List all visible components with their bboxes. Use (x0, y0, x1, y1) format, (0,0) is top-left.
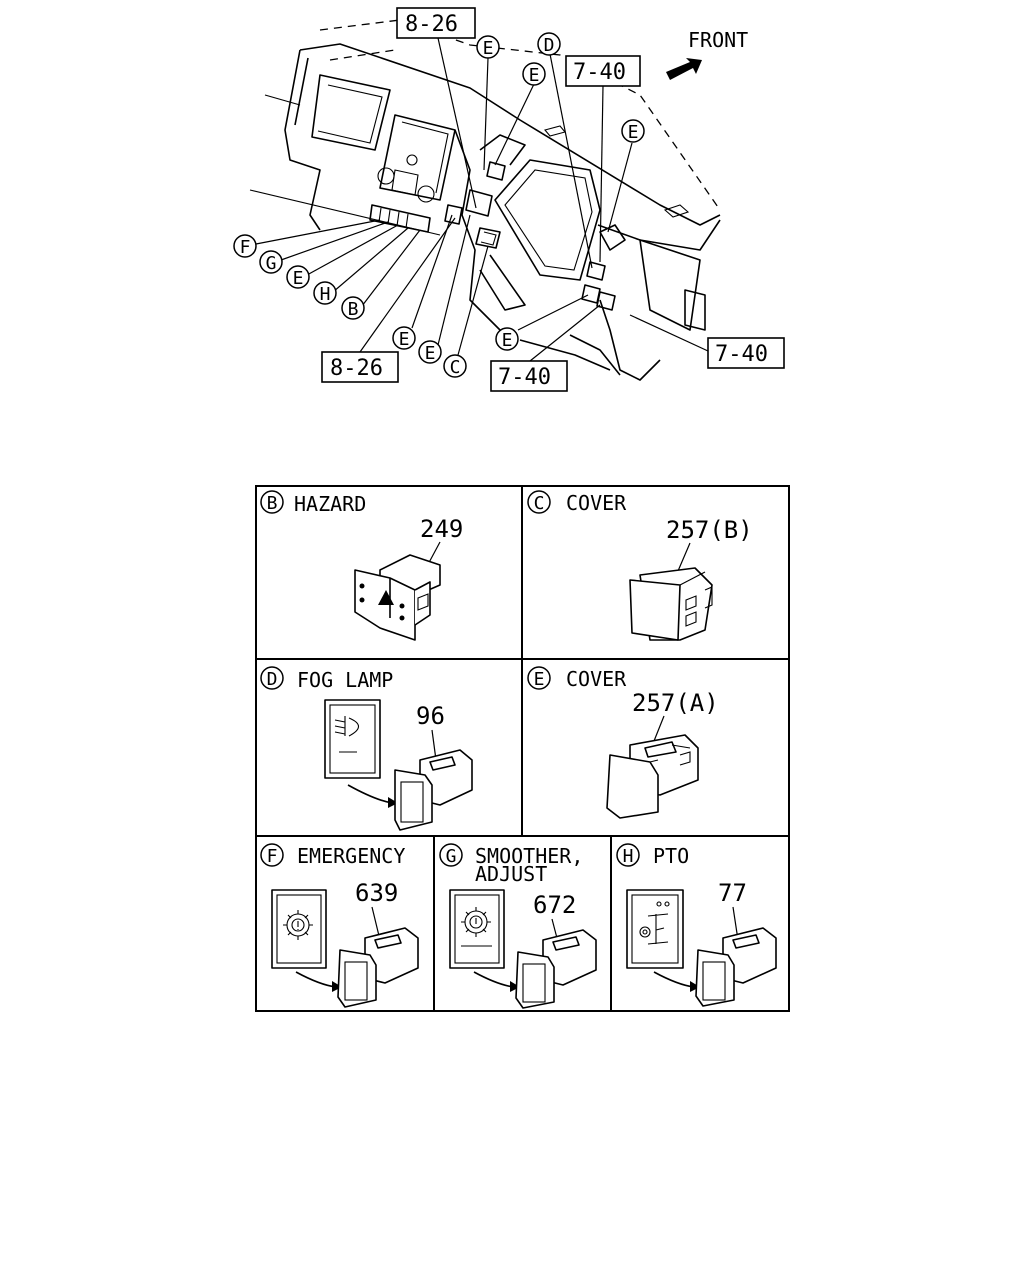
callout-e-left: E (286, 265, 310, 289)
callout-e-mid: E (522, 62, 546, 86)
callout-letter: E (399, 329, 410, 350)
part-number: 96 (416, 702, 445, 730)
part-cell-pto: H PTO 77 (616, 843, 777, 1007)
part-number: 672 (533, 891, 576, 919)
callout-letter: C (450, 357, 461, 378)
callout-f: F (233, 234, 257, 258)
part-cell-smoother-adjust: G SMOOTHER, ADJUST 672 (439, 843, 597, 1009)
callout-letter: E (425, 343, 436, 364)
callout-e-right: E (621, 119, 645, 143)
callout-letter: E (529, 65, 540, 86)
part-number: 257(A) (632, 689, 719, 717)
front-label: FRONT (688, 28, 748, 52)
part-name: PTO (653, 844, 689, 868)
part-name: FOG LAMP (297, 668, 393, 692)
part-number: 257(B) (666, 516, 753, 544)
callout-e-console: E (495, 327, 519, 351)
ref-box-7-40-top: 7-40 (565, 55, 641, 87)
part-cell-fog-lamp: D FOG LAMP 96 (260, 666, 473, 831)
part-name: EMERGENCY (297, 844, 405, 868)
part-name: COVER (566, 667, 627, 691)
part-letter: F (267, 846, 278, 867)
ref-label: 7-40 (498, 365, 551, 390)
leader-lines (255, 37, 709, 362)
front-arrow-icon (666, 58, 702, 80)
part-letter: B (267, 493, 278, 514)
part-name: HAZARD (294, 492, 366, 516)
callout-letter: D (544, 35, 555, 56)
part-name-line2: ADJUST (475, 862, 547, 886)
part-cell-hazard: B HAZARD 249 (260, 490, 463, 641)
ref-box-8-26-top: 8-26 (396, 7, 476, 39)
part-cell-emergency: F EMERGENCY 639 (260, 843, 419, 1008)
callout-letter: E (293, 268, 304, 289)
part-letter: G (446, 846, 457, 867)
callout-d: D (537, 32, 561, 56)
callout-letter: E (483, 38, 494, 59)
part-letter: H (623, 846, 634, 867)
callout-g: G (259, 250, 283, 274)
ref-label: 8-26 (405, 12, 458, 37)
part-cell-cover-a: E COVER 257(A) (527, 666, 719, 819)
ref-box-7-40-bottom: 7-40 (490, 360, 568, 392)
front-indicator: FRONT (666, 28, 748, 80)
fog-lamp-symbol-icon (324, 699, 381, 779)
ref-label: 7-40 (573, 60, 626, 85)
pto-switch-icon (695, 927, 777, 1007)
ref-label: 8-26 (330, 356, 383, 381)
cover-a-icon (606, 734, 699, 819)
cover-b-icon (629, 567, 713, 641)
callout-letter: H (320, 284, 331, 305)
part-letter: C (534, 493, 545, 514)
smoother-switch-icon (515, 929, 597, 1009)
callout-h: H (313, 281, 337, 305)
ref-box-8-26-bottom: 8-26 (321, 351, 399, 383)
dashboard-overview (249, 19, 721, 381)
callout-e-top: E (476, 35, 500, 59)
callout-c: C (443, 354, 467, 378)
part-cell-cover-b: C COVER 257(B) (527, 490, 753, 641)
smoother-symbol-icon (449, 889, 505, 969)
callout-b: B (341, 296, 365, 320)
callout-letter: E (628, 122, 639, 143)
pto-symbol-icon (626, 889, 684, 969)
part-number: 77 (718, 879, 747, 907)
emergency-symbol-icon (271, 889, 327, 969)
callout-letter: B (348, 299, 359, 320)
parts-grid (255, 485, 790, 1012)
ref-label: 7-40 (715, 342, 768, 367)
part-letter: D (267, 669, 278, 690)
hazard-switch-icon (354, 554, 441, 641)
part-number: 249 (420, 515, 463, 543)
emergency-switch-icon (337, 927, 419, 1008)
callout-letter: F (240, 237, 251, 258)
ref-box-7-40-right: 7-40 (707, 337, 785, 369)
fog-lamp-switch-icon (394, 749, 473, 831)
part-letter: E (534, 669, 545, 690)
callout-letter: G (266, 253, 277, 274)
callout-letter: E (502, 330, 513, 351)
callout-e-lower: E (392, 326, 416, 350)
callout-e-bottom: E (418, 340, 442, 364)
part-number: 639 (355, 879, 398, 907)
part-name: SMOOTHER, (475, 844, 583, 868)
part-name: COVER (566, 491, 627, 515)
